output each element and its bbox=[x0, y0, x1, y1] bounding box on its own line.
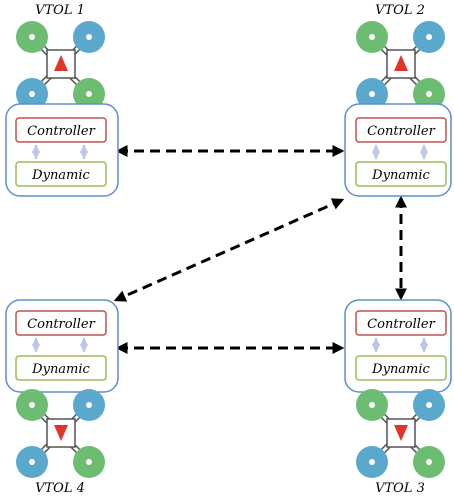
dynamic-block bbox=[355, 161, 447, 187]
agent-label: VTOL 1 bbox=[35, 3, 85, 18]
agent-vtol-1: VTOL 1 Controller Dynamic bbox=[5, 3, 119, 197]
controller-label: Controller bbox=[27, 317, 95, 332]
dynamic-block bbox=[15, 161, 107, 187]
heading-triangle-icon bbox=[394, 55, 408, 71]
agent-label: VTOL 3 bbox=[375, 481, 425, 496]
controller-label: Controller bbox=[367, 317, 435, 332]
agent-vtol-3: Controller Dynamic VTOL 3 bbox=[344, 299, 452, 496]
heading-triangle-icon bbox=[394, 425, 408, 441]
agent-label: VTOL 4 bbox=[35, 481, 85, 496]
heading-triangle-icon bbox=[54, 55, 68, 71]
controller-label: Controller bbox=[27, 124, 95, 139]
controller-block bbox=[355, 117, 447, 143]
quadrotor-icon bbox=[356, 389, 445, 478]
communication-links bbox=[113, 145, 407, 354]
heading-triangle-icon bbox=[54, 425, 68, 441]
agent-label: VTOL 2 bbox=[375, 3, 425, 18]
controller-block bbox=[15, 310, 107, 336]
agent-vtol-2: VTOL 2 Controller Dynamic bbox=[344, 3, 452, 197]
dynamic-label: Dynamic bbox=[371, 168, 430, 183]
controller-label: Controller bbox=[367, 124, 435, 139]
dynamic-label: Dynamic bbox=[31, 168, 90, 183]
dynamic-label: Dynamic bbox=[371, 362, 430, 377]
dynamic-block bbox=[355, 355, 447, 381]
controller-block bbox=[355, 310, 447, 336]
agent-vtol-4: Controller Dynamic VTOL 4 bbox=[5, 299, 119, 496]
dynamic-block bbox=[15, 355, 107, 381]
controller-block bbox=[15, 117, 107, 143]
dynamic-label: Dynamic bbox=[31, 362, 90, 377]
quadrotor-icon bbox=[356, 21, 445, 110]
quadrotor-icon bbox=[16, 21, 105, 110]
link-vtol2-vtol4 bbox=[113, 198, 345, 302]
quadrotor-icon bbox=[16, 389, 105, 478]
